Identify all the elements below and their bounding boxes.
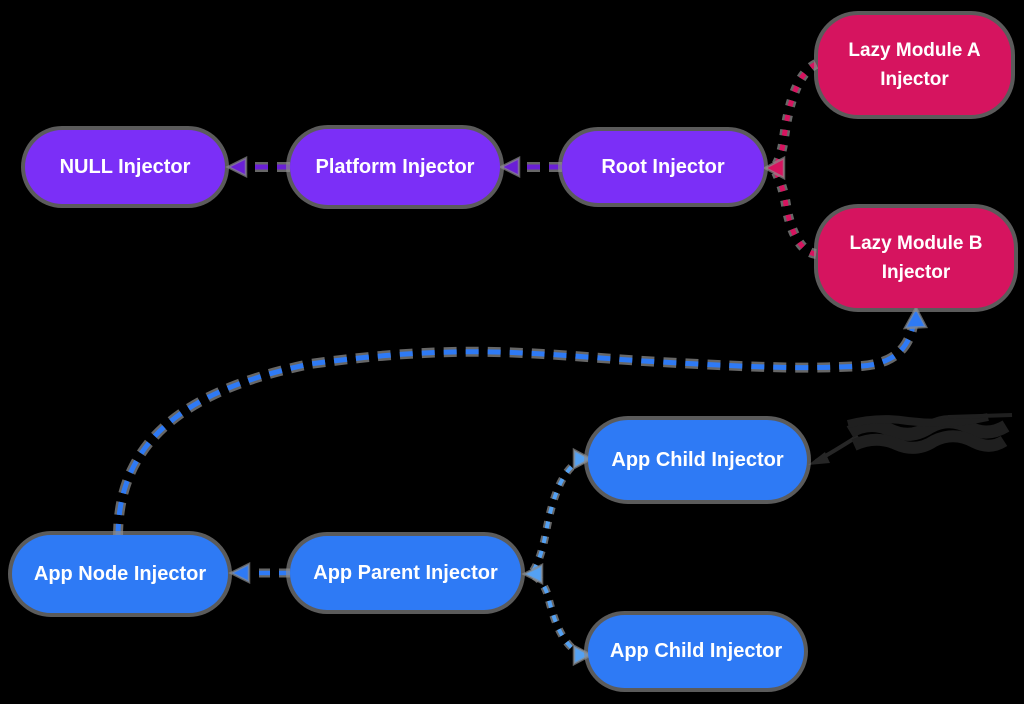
node-label: NULL Injector [59,155,191,178]
edge-app-node-to-lazy-b [115,319,917,538]
node-root-injector: Root Injector [562,131,764,203]
node-app-child-injector-bottom: App Child Injector [588,615,804,688]
annotation-scribble [846,413,1013,454]
node-app-child-injector-top: App Child Injector [588,420,807,500]
node-app-parent-injector: App Parent Injector [290,536,521,610]
node-label: Root Injector [601,155,725,178]
edge-app-child-bottom-branch [532,574,585,657]
node-app-node-injector: App Node Injector [12,535,228,613]
arrowhead-into-null [225,155,248,179]
node-platform-injector: Platform Injector [290,129,500,205]
edge-lazy-a-to-root [772,61,818,169]
arrowhead-into-lazy-b [902,305,929,330]
node-label: App Node Injector [33,562,207,585]
node-lazy-module-a-injector: Lazy Module A Injector [818,15,1011,115]
node-label: Lazy Module A Injector [848,39,981,90]
arrowhead-into-root [762,155,786,181]
node-label: App Child Injector [609,640,783,662]
node-label: App Parent Injector [313,561,498,584]
arrowhead-into-app-parent [521,562,544,586]
arrowhead-into-platform [498,155,521,179]
annotation-arrow [815,434,860,463]
node-label: Lazy Module B Injector [849,232,983,283]
node-lazy-module-b-injector: Lazy Module B Injector [818,208,1014,308]
node-label: App Child Injector [611,448,784,471]
annotation-arrowhead [808,452,830,465]
edge-app-child-top-branch [531,457,585,573]
arrowhead-into-app-node [228,561,251,585]
node-null-injector: NULL Injector [25,130,225,204]
edge-lazy-b-to-root [773,170,817,257]
node-label: Platform Injector [315,155,475,178]
